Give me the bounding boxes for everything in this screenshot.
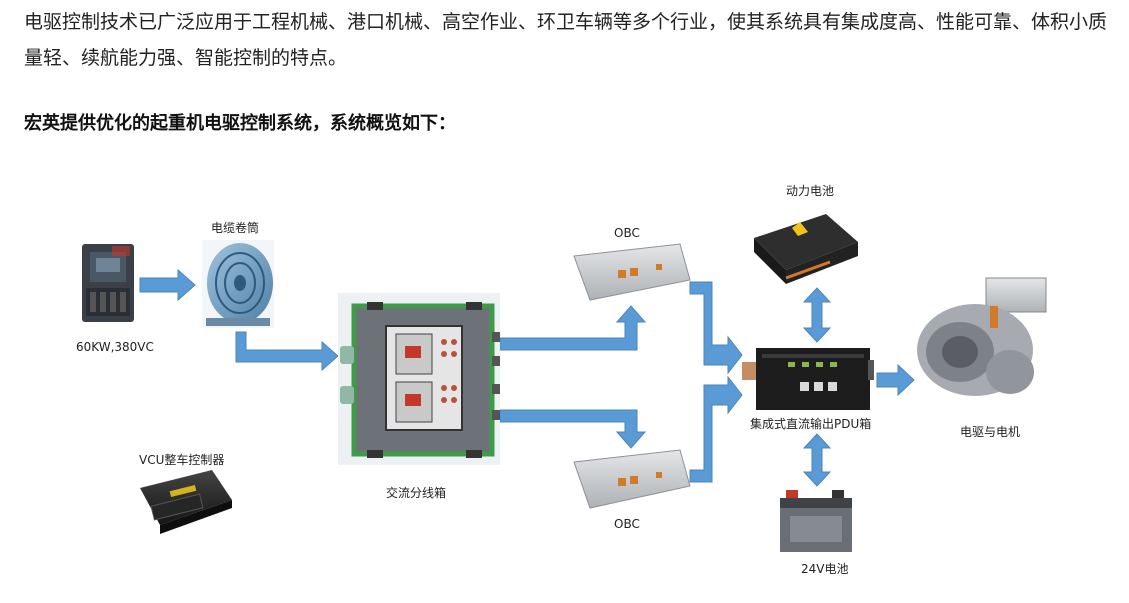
battery-24v-device (780, 490, 852, 552)
label-cable-reel: 电缆卷筒 (211, 221, 260, 235)
arrow-battery-pdu (802, 287, 832, 343)
label-24v-battery: 24V电池 (801, 562, 849, 576)
vcu-device (140, 470, 232, 534)
label-vcu: VCU整车控制器 (139, 453, 225, 467)
arrow-reel-to-acbox (235, 331, 339, 372)
arrow-pdu-24v (802, 433, 832, 487)
power-battery-device (754, 214, 858, 284)
obc-bottom-device (573, 449, 691, 509)
cable-reel-device (202, 240, 274, 328)
label-obc-top: OBC (614, 226, 640, 240)
arrow-pdu-to-motor (876, 363, 915, 397)
breaker-device (82, 244, 134, 322)
intro-paragraph: 电驱控制技术已广泛应用于工程机械、港口机械、高空作业、环卫车辆等多个行业，使其系… (24, 11, 1108, 69)
label-power-battery: 动力电池 (786, 184, 835, 198)
arrow-obc-bottom-to-pdu (689, 375, 743, 483)
section-heading: 宏英提供优化的起重机电驱控制系统，系统概览如下： (24, 113, 456, 134)
obc-top-device (573, 243, 691, 301)
ac-distribution-box (338, 293, 500, 465)
flow-arrows (139, 268, 915, 487)
arrow-acbox-to-obc-top (499, 305, 647, 351)
arrow-obc-top-to-pdu (689, 281, 743, 375)
label-pdu: 集成式直流输出PDU箱 (750, 417, 872, 431)
motor-device (917, 277, 1047, 396)
pdu-device (742, 348, 874, 410)
arrow-acbox-to-obc-bottom (499, 409, 647, 449)
label-obc-bottom: OBC (614, 517, 640, 531)
label-power-supply: 60KW,380VC (76, 340, 154, 354)
arrow-supply-to-reel (139, 268, 196, 302)
label-motor: 电驱与电机 (960, 425, 1021, 439)
label-ac-box: 交流分线箱 (386, 486, 447, 500)
